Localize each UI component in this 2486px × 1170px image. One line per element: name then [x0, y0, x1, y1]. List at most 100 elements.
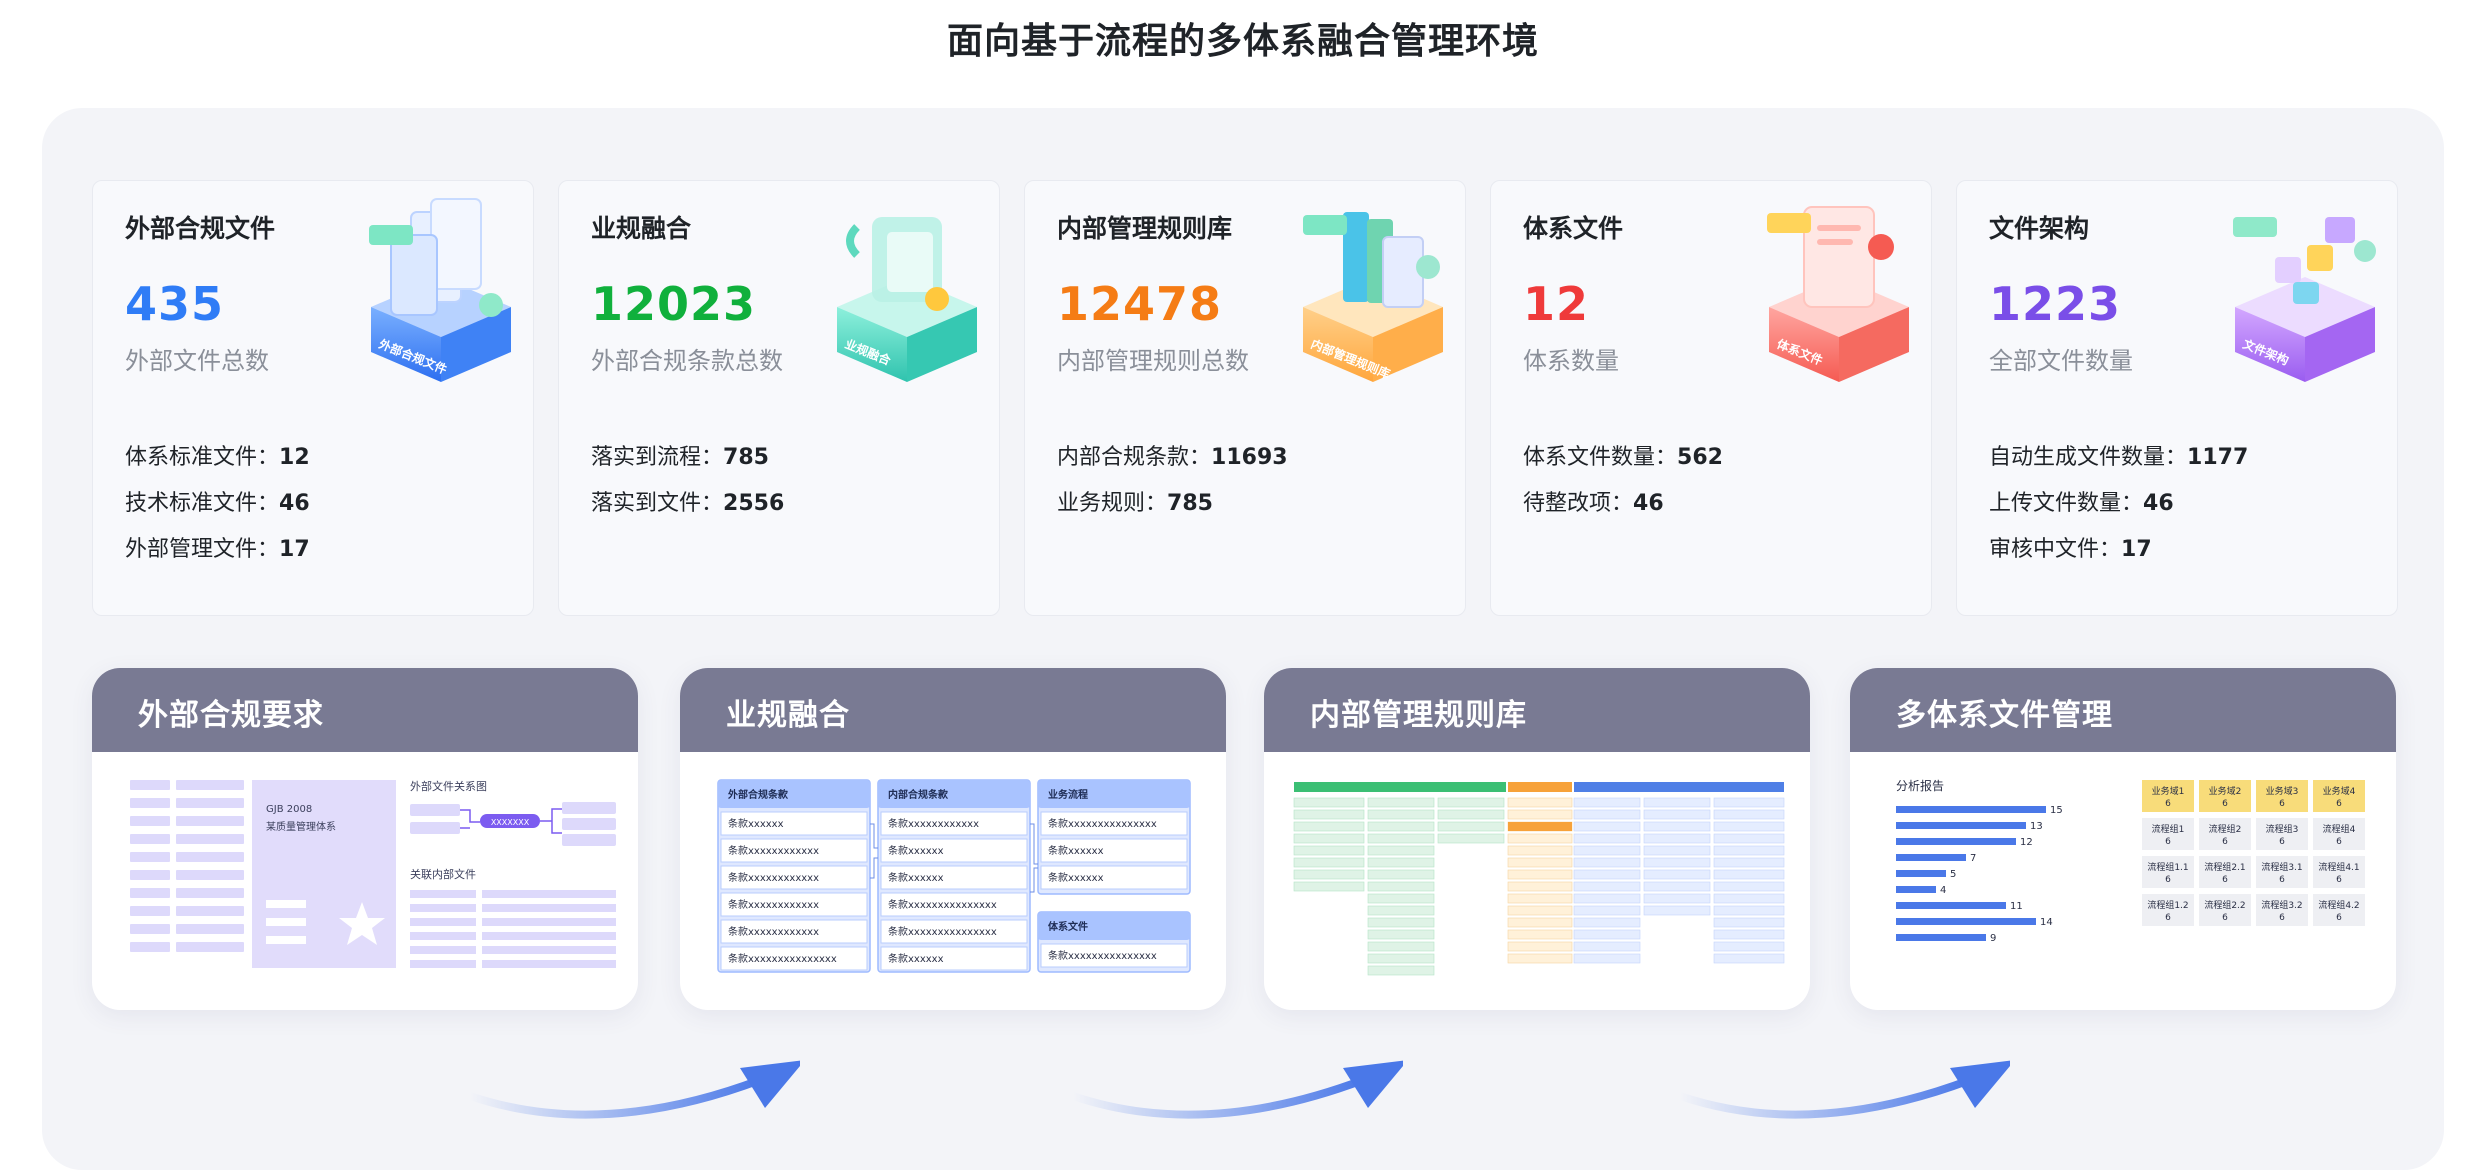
- card-title: 外部合规文件: [125, 214, 276, 243]
- stat-card-file-architecture[interactable]: 文件架构 1223 全部文件数量 自动生成文件数量：1177 上传文件数量：46…: [1956, 180, 2398, 616]
- grid-header-name: 业务域4: [2323, 785, 2356, 797]
- grid-cell-count: 6: [2336, 875, 2342, 885]
- analysis-bar-value: 7: [1970, 853, 1976, 864]
- fusion-row-text: 条款xxxxxx: [1048, 871, 1104, 884]
- rule-cell: [1367, 929, 1435, 940]
- card-number: 12478: [1057, 277, 1223, 331]
- rule-cell: [1293, 809, 1365, 820]
- rule-cell: [1437, 797, 1505, 808]
- rule-cell: [1713, 881, 1785, 892]
- rule-cell: [1367, 797, 1435, 808]
- grid-cell-count: 6: [2336, 837, 2342, 847]
- detail-label: 待整改项：: [1523, 491, 1634, 516]
- file-document-icon: 体系文件: [1767, 206, 1909, 382]
- rule-cell: [1573, 893, 1641, 904]
- fusion-row: [720, 919, 868, 944]
- rule-cell: [1293, 797, 1365, 808]
- grid-cell-name: 流程组2: [2209, 823, 2242, 835]
- analysis-label: 分析报告: [1896, 778, 1944, 793]
- rule-cell: [1713, 869, 1785, 880]
- rule-cell: [1573, 845, 1641, 856]
- rule-cell: [1713, 821, 1785, 832]
- grid-cell: [2256, 856, 2308, 888]
- detail-label: 落实到流程：: [591, 445, 724, 470]
- stat-card-fusion[interactable]: 业规融合 12023 外部合规条款总数 落实到流程：785 落实到文件：2556…: [558, 180, 1000, 616]
- detail-label: 审核中文件：: [1989, 537, 2122, 562]
- internal-rules-preview: [1264, 752, 1810, 1010]
- rule-cell: [1713, 953, 1785, 964]
- detail-value: 785: [1167, 491, 1213, 516]
- fusion-row: [720, 892, 868, 917]
- flow-card-external-requirements[interactable]: 外部合规要求 GJB 2008 某质量管理体系 外部文件关系图: [92, 668, 638, 1010]
- analysis-bar-value: 9: [1990, 933, 1996, 944]
- rule-cell: [1293, 881, 1365, 892]
- detail-label: 体系文件数量：: [1523, 445, 1678, 470]
- detail-label: 上传文件数量：: [1989, 491, 2144, 516]
- grid-cell-name: 流程组4.2: [2318, 899, 2359, 911]
- rule-cell: [1507, 809, 1573, 820]
- fusion-row-text: 条款xxxxxx: [888, 871, 944, 884]
- col-header: 体系文件: [1048, 920, 1088, 933]
- grid-cell: [2199, 818, 2251, 850]
- card-title: 体系文件: [1523, 214, 1624, 243]
- detail-label: 外部管理文件：: [125, 537, 280, 562]
- fusion-row-text: 条款xxxxxxxxxxxx: [728, 898, 819, 911]
- fusion-row: [720, 865, 868, 890]
- stat-card-internal-rules[interactable]: 内部管理规则库 12478 内部管理规则总数 内部合规条款：11693 业务规则…: [1024, 180, 1466, 616]
- doc-list-left: [130, 780, 244, 952]
- rule-cell: [1437, 833, 1505, 844]
- analysis-bar: [1896, 838, 2016, 845]
- rule-cell: [1713, 845, 1785, 856]
- stat-card-system-files[interactable]: 体系文件 12 体系数量 体系文件数量：562 待整改项：46 体系文件: [1490, 180, 1932, 616]
- fusion-row-text: 条款xxxxxx: [1048, 844, 1104, 857]
- rule-cell: [1293, 833, 1365, 844]
- fusion-row-text: 条款xxxxxxxxxxxx: [728, 925, 819, 938]
- detail-value: 562: [1677, 445, 1723, 470]
- detail-value: 46: [1633, 491, 1664, 516]
- grid-header-cell: [2199, 780, 2251, 812]
- rule-cell: [1573, 809, 1641, 820]
- fusion-row: [880, 919, 1028, 944]
- rule-cell: [1573, 821, 1641, 832]
- detail-value: 2556: [723, 491, 785, 516]
- card-number: 1223: [1989, 277, 2122, 331]
- flow-card-fusion[interactable]: 业规融合 外部合规条款 内部合规条款 业务流程 体系文件: [680, 668, 1226, 1010]
- grid-header-name: 业务域3: [2266, 785, 2299, 797]
- stat-card-external-compliance[interactable]: 外部合规文件 435 外部文件总数 体系标准文件：12 技术标准文件：46 外部…: [92, 180, 534, 616]
- fusion-row-text: 条款xxxxxxxxxxxxxxx: [1048, 949, 1157, 962]
- doc-subtitle: 某质量管理体系: [266, 820, 336, 833]
- grid-cell-name: 流程组1.2: [2147, 899, 2188, 911]
- relation-node-label: XXXXXXX: [491, 818, 530, 827]
- detail-label: 业务规则：: [1057, 491, 1168, 516]
- analysis-grid: 业务域16业务域26业务域36业务域46流程组16流程组26流程组36流程组46…: [2142, 780, 2365, 926]
- rule-cell: [1507, 833, 1573, 844]
- grid-cell-count: 6: [2165, 837, 2171, 847]
- card-title: 文件架构: [1989, 214, 2090, 243]
- fusion-row: [880, 838, 1028, 863]
- relation-node: [480, 814, 540, 828]
- star-icon: [339, 902, 385, 945]
- analysis-bar: [1896, 918, 2036, 925]
- rule-cell: [1713, 893, 1785, 904]
- rule-cell: [1293, 821, 1365, 832]
- card-subtitle: 外部文件总数: [125, 347, 269, 375]
- fusion-row: [720, 811, 868, 836]
- grid-header-count: 6: [2222, 799, 2228, 809]
- grid-cell: [2142, 894, 2194, 926]
- grid-header-count: 6: [2165, 799, 2171, 809]
- rule-cell: [1367, 845, 1435, 856]
- rule-cell: [1293, 845, 1365, 856]
- rule-cell: [1507, 941, 1573, 952]
- grid-cell-count: 6: [2222, 837, 2228, 847]
- rule-cell: [1713, 857, 1785, 868]
- fusion-row-text: 条款xxxxxx: [888, 952, 944, 965]
- fusion-row-text: 条款xxxxxxxxxxxxxxx: [728, 952, 837, 965]
- card-number: 435: [125, 277, 225, 331]
- card-subtitle: 外部合规条款总数: [591, 347, 783, 375]
- card-details: 落实到流程：785 落实到文件：2556: [591, 435, 784, 527]
- rule-cell: [1367, 857, 1435, 868]
- flow-card-internal-rules[interactable]: 内部管理规则库: [1264, 668, 1810, 1010]
- rule-cell: [1507, 905, 1573, 916]
